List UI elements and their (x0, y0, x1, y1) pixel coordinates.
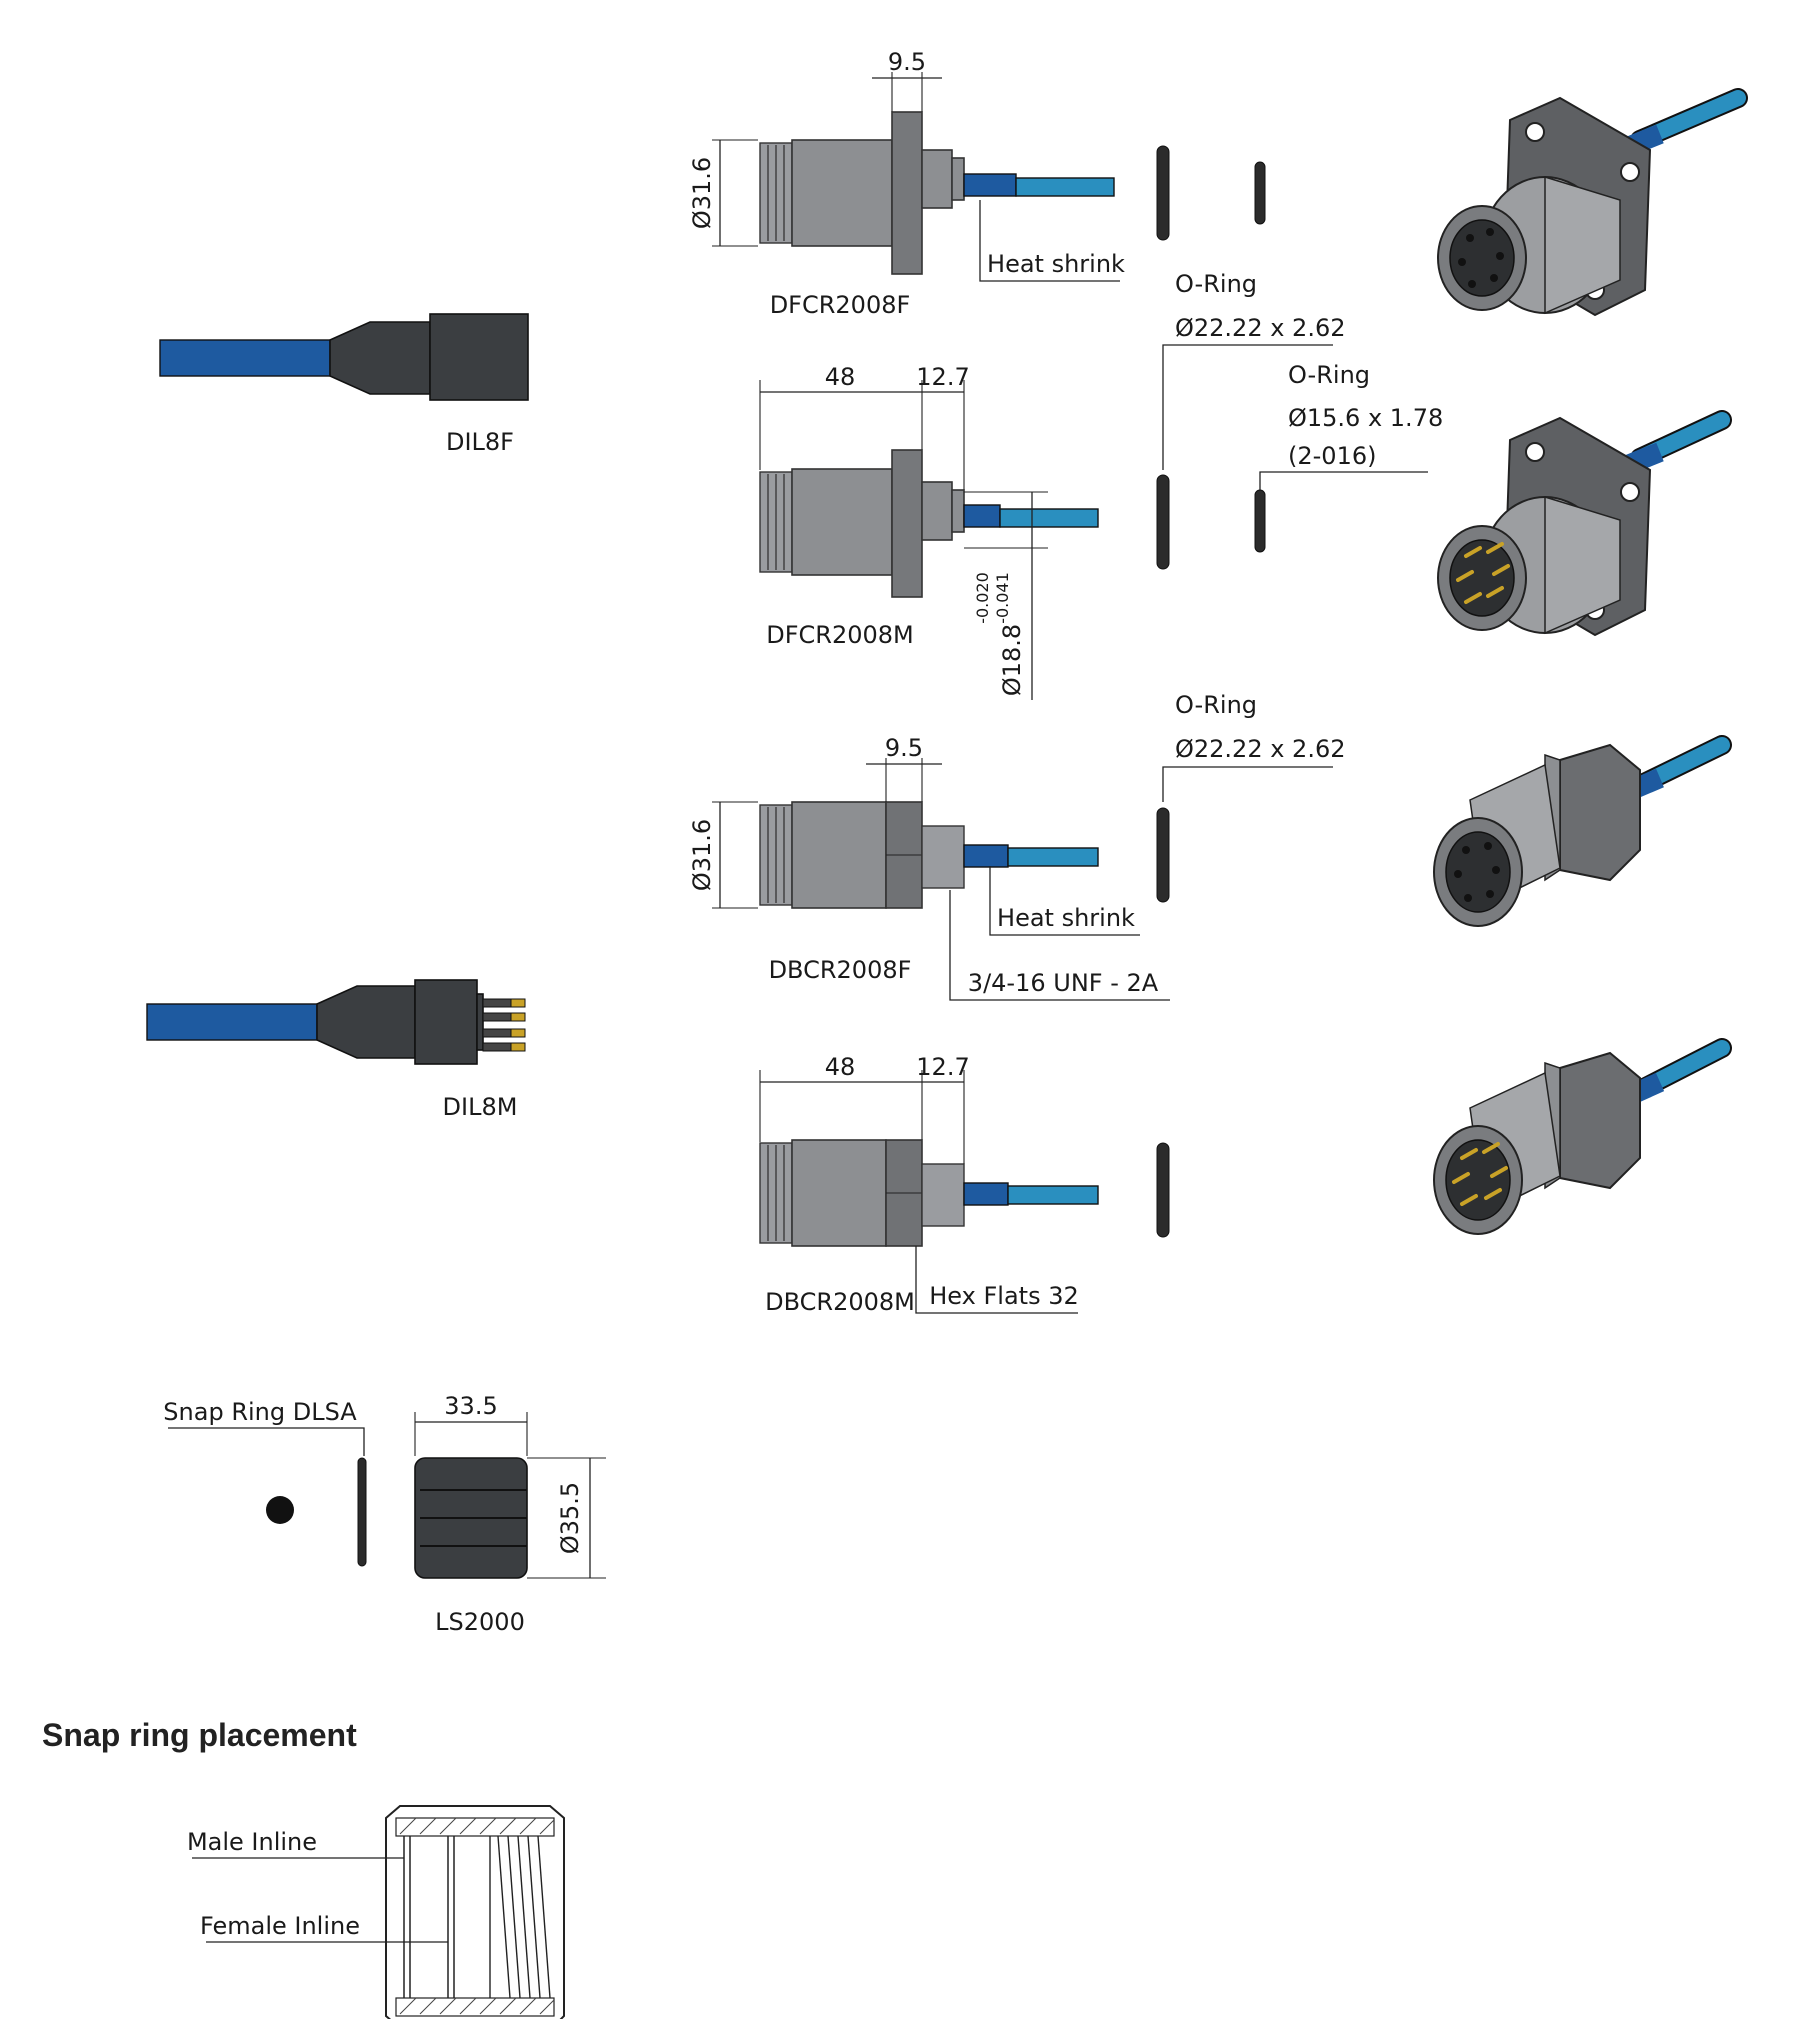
dil8m-body (414, 979, 478, 1065)
dil8f-body (429, 313, 529, 401)
oring-1-size: Ø22.22 x 2.62 (1175, 314, 1346, 342)
dfcr2008f-flange (891, 111, 923, 275)
dim-dfcr2008m-tol-upper: -0.020 (973, 572, 992, 624)
callout-hex-flats: Hex Flats 32 (929, 1282, 1078, 1310)
dfcr2008m-connector: 48 12.7 Ø18.8 -0.020 -0.041 DFCR2008M (759, 363, 1099, 700)
callout-thread: 3/4-16 UNF - 2A (968, 969, 1159, 997)
dbcr2008m-label: DBCR2008M (765, 1288, 915, 1316)
dil8f-label: DIL8F (446, 428, 514, 456)
oring-2-title: O-Ring (1288, 361, 1370, 389)
dil8m-pins (482, 998, 526, 1052)
callout-male-inline: Male Inline (187, 1828, 317, 1856)
oring-3-size: Ø22.22 x 2.62 (1175, 735, 1346, 763)
dil8f-cable (159, 339, 331, 377)
dfcr2008f-connector: 9.5 Ø31.6 Heat shrink DFCR2008F (688, 48, 1125, 319)
dim-dfcr2008m-stub: 12.7 (916, 363, 969, 391)
callout-female-inline: Female Inline (200, 1912, 360, 1940)
snap-ring-dlsa (357, 1457, 367, 1567)
ls2000-locking-sleeve: Snap Ring DLSA 33.5 Ø35.5 LS2000 (163, 1392, 606, 1636)
dim-dbcr2008f-diameter: Ø31.6 (688, 819, 716, 891)
oring-15-dfcr2008m (1254, 489, 1266, 553)
callout-snap-ring-dlsa: Snap Ring DLSA (163, 1398, 357, 1426)
dim-dfcr2008m-length: 48 (825, 363, 856, 391)
dbcr2008m-3d-render (1433, 1038, 1732, 1235)
dim-dfcr2008f-diameter: Ø31.6 (688, 157, 716, 229)
dbcr2008f-label: DBCR2008F (769, 956, 912, 984)
dbcr2008f-connector: 9.5 Ø31.6 Heat shrink 3/4-16 UNF - 2A DB… (688, 734, 1170, 1001)
dim-dbcr2008m-stub: 12.7 (916, 1053, 969, 1081)
dil8f-boot (329, 321, 431, 395)
dbcr2008m-connector: 48 12.7 Hex Flats 32 DBCR2008M (759, 1053, 1099, 1316)
oring-22-dbcr2008m (1156, 1142, 1170, 1238)
oring-3-title: O-Ring (1175, 691, 1257, 719)
dfcr2008f-3d-render (1437, 88, 1748, 317)
snap-ring-end-view (266, 1496, 294, 1524)
oring-2-code: (2-016) (1288, 442, 1376, 470)
dim-dfcr2008m-shaft-diameter: Ø18.8 (998, 624, 1026, 696)
dil8f-connector: DIL8F (159, 313, 529, 456)
dim-dfcr2008f-flange: 9.5 (888, 48, 926, 76)
dfcr2008m-label: DFCR2008M (766, 621, 914, 649)
ls2000-label: LS2000 (435, 1608, 525, 1636)
callout-heat-shrink-2: Heat shrink (997, 904, 1135, 932)
dbcr2008f-3d-render (1433, 735, 1732, 927)
dim-dbcr2008f-hex: 9.5 (885, 734, 923, 762)
dim-dbcr2008m-length: 48 (825, 1053, 856, 1081)
dfcr2008m-3d-render (1437, 410, 1732, 637)
dil8m-cable (146, 1003, 318, 1041)
oring-15-dfcr2008f (1254, 161, 1266, 225)
dfcr2008f-label: DFCR2008F (770, 291, 911, 319)
dil8m-label: DIL8M (443, 1093, 518, 1121)
dim-ls2000-length: 33.5 (444, 1392, 497, 1420)
oring-22-dfcr2008m (1156, 474, 1170, 570)
callout-heat-shrink-1: Heat shrink (987, 250, 1125, 278)
dim-ls2000-diameter: Ø35.5 (556, 1482, 584, 1554)
dil8m-connector: DIL8M (146, 979, 526, 1121)
dim-dfcr2008m-tol-lower: -0.041 (993, 572, 1012, 624)
oring-22-dbcr2008f (1156, 807, 1170, 903)
dil8m-boot (316, 985, 416, 1059)
section-heading: Snap ring placement (42, 1717, 357, 1753)
oring-22-dfcr2008f (1156, 145, 1170, 241)
oring-2-size: Ø15.6 x 1.78 (1288, 404, 1443, 432)
snap-ring-section-view (385, 1805, 565, 2019)
oring-1-title: O-Ring (1175, 270, 1257, 298)
